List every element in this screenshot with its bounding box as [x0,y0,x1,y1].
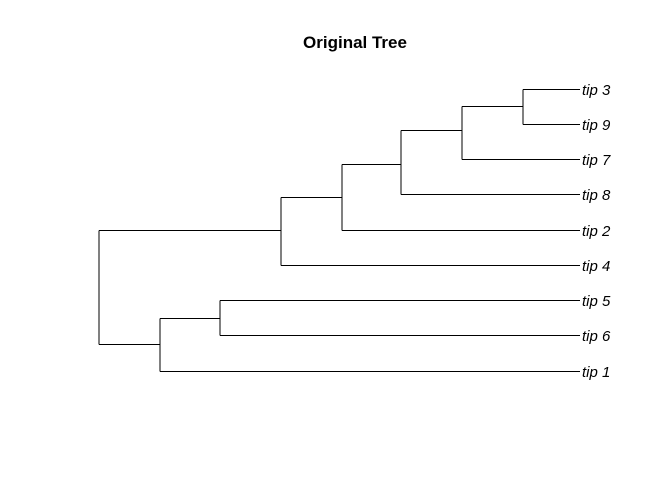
tip-label: tip 2 [582,223,611,240]
tip-label: tip 8 [582,187,611,204]
tip-label: tip 1 [582,364,610,381]
tree-title: Original Tree [303,33,407,52]
tip-label: tip 4 [582,258,610,275]
tip-labels: tip 3 tip 9 tip 7 tip 8 tip 2 tip 4 tip … [582,82,611,381]
tip-label: tip 3 [582,82,611,99]
tip-label: tip 5 [582,293,611,310]
tip-label: tip 9 [582,117,611,134]
tree-edges [98,89,580,372]
tip-label: tip 7 [582,152,611,169]
tip-label: tip 6 [582,328,611,345]
